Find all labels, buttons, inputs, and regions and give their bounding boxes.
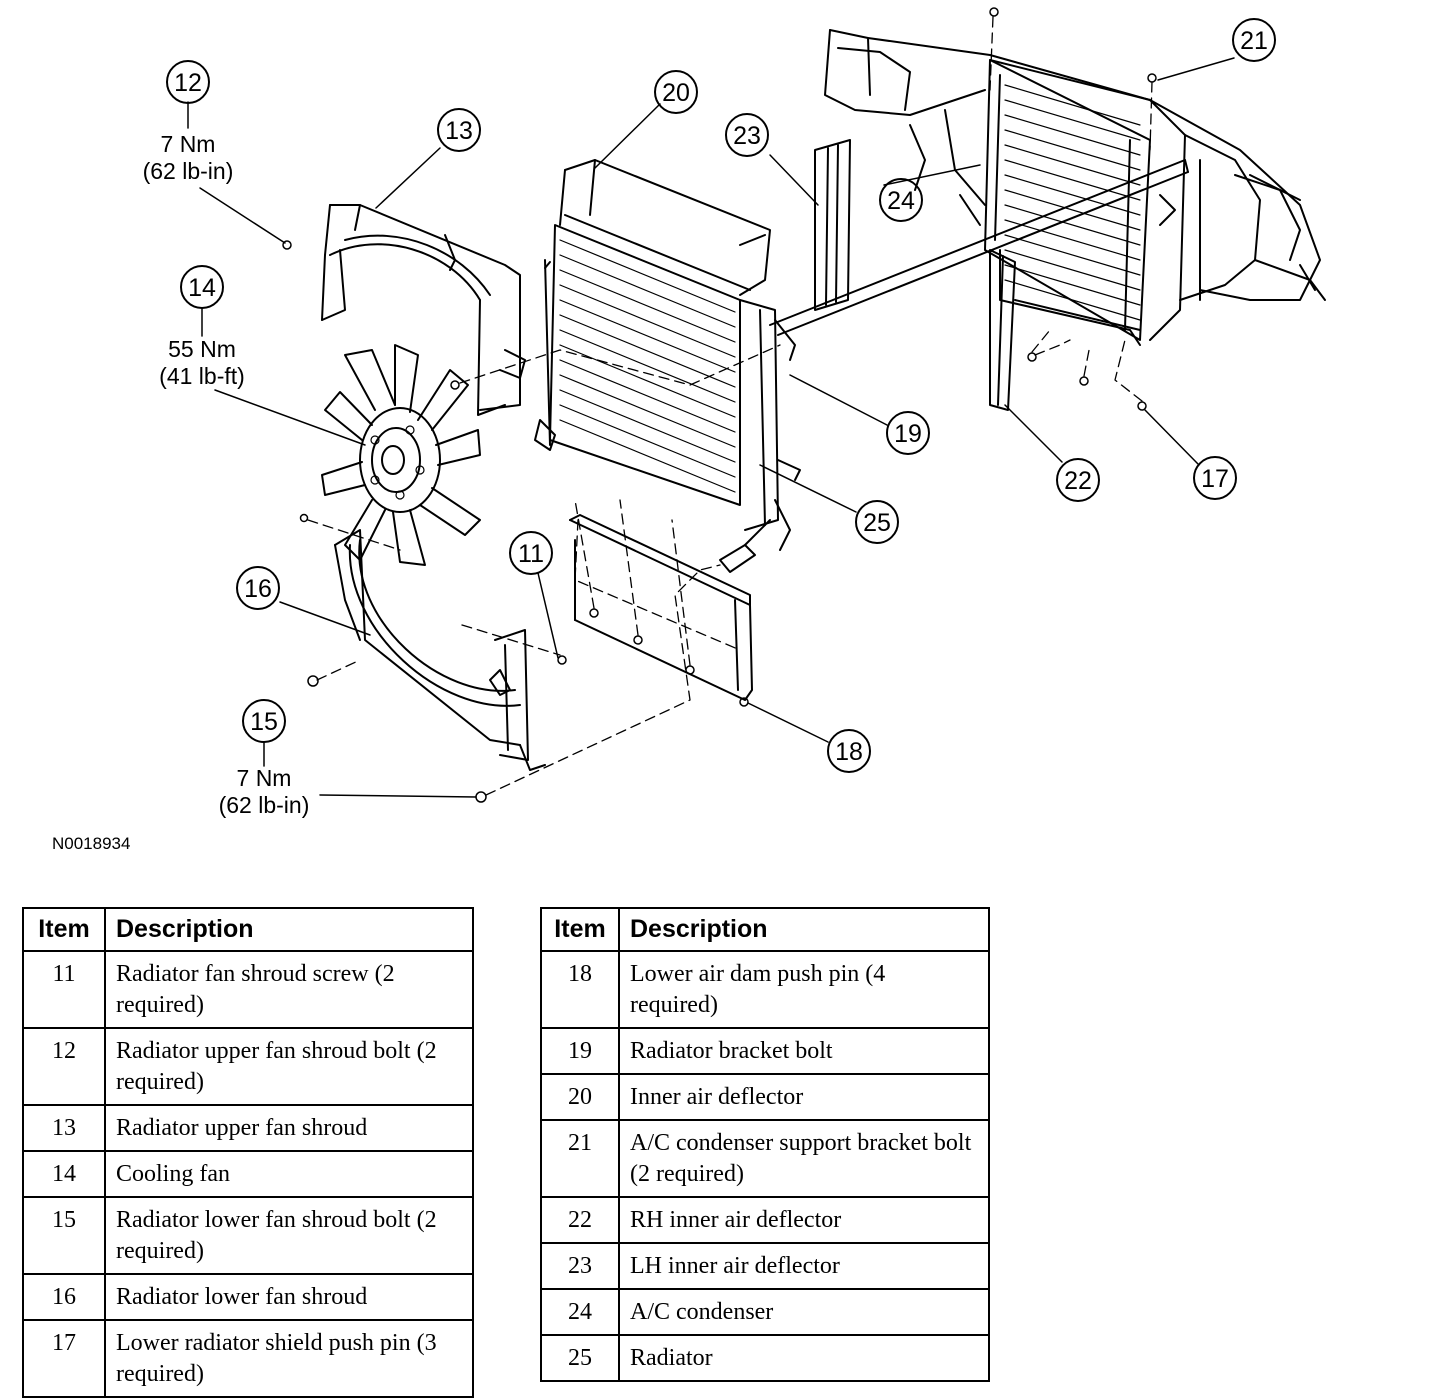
item-column-header: Item xyxy=(22,907,106,952)
radiator-lower-fan-shroud xyxy=(334,529,546,771)
item-number: 16 xyxy=(22,1273,106,1321)
item-number: 18 xyxy=(540,950,620,1029)
table-row: 15 Radiator lower fan shroud bolt (2 req… xyxy=(22,1196,474,1275)
torque-12-imperial: (62 lb-in) xyxy=(143,158,234,184)
cooling-fan xyxy=(321,344,481,566)
torque-12-metric: 7 Nm xyxy=(161,131,216,157)
leader-lines xyxy=(187,57,1235,798)
item-number: 14 xyxy=(22,1150,106,1198)
item-number: 21 xyxy=(540,1119,620,1198)
callout-14: 14 xyxy=(188,274,216,302)
table-row: 12 Radiator upper fan shroud bolt (2 req… xyxy=(22,1027,474,1106)
torque-15-imperial: (62 lb-in) xyxy=(219,792,310,818)
condenser-support-bracket xyxy=(769,159,1189,336)
callout-17: 17 xyxy=(1201,465,1229,493)
item-column-header: Item xyxy=(540,907,620,952)
exploded-parts-diagram: 12 13 14 20 23 24 21 19 25 22 17 11 16 1… xyxy=(52,7,1326,853)
table-row: 25 Radiator xyxy=(540,1334,990,1382)
callout-23: 23 xyxy=(733,122,761,150)
table-header-row: Item Description xyxy=(22,907,474,952)
item-description: Cooling fan xyxy=(104,1150,474,1198)
torque-14-imperial: (41 lb-ft) xyxy=(159,363,245,389)
item-number: 15 xyxy=(22,1196,106,1275)
callout-20: 20 xyxy=(662,79,690,107)
figure-id: N0018934 xyxy=(52,834,130,853)
table-row: 18 Lower air dam push pin (4 required) xyxy=(540,950,990,1029)
radiator-core xyxy=(534,214,801,551)
item-number: 25 xyxy=(540,1334,620,1382)
table-row: 22 RH inner air deflector xyxy=(540,1196,990,1244)
front-support-condenser xyxy=(824,29,1326,346)
description-column-header: Description xyxy=(618,907,990,952)
item-description: Lower radiator shield push pin (3 requir… xyxy=(104,1319,474,1398)
inner-air-deflector xyxy=(559,159,771,296)
item-number: 19 xyxy=(540,1027,620,1075)
item-description: RH inner air deflector xyxy=(618,1196,990,1244)
table-row: 14 Cooling fan xyxy=(22,1150,474,1198)
table-row: 13 Radiator upper fan shroud xyxy=(22,1104,474,1152)
item-number: 23 xyxy=(540,1242,620,1290)
table-row: 17 Lower radiator shield push pin (3 req… xyxy=(22,1319,474,1398)
item-number: 20 xyxy=(540,1073,620,1121)
item-description: Radiator bracket bolt xyxy=(618,1027,990,1075)
item-description: A/C condenser xyxy=(618,1288,990,1336)
item-description: Radiator lower fan shroud bolt (2 requir… xyxy=(104,1196,474,1275)
item-description: Radiator upper fan shroud bolt (2 requir… xyxy=(104,1027,474,1106)
description-column-header: Description xyxy=(104,907,474,952)
torque-14-metric: 55 Nm xyxy=(168,336,236,362)
item-description: LH inner air deflector xyxy=(618,1242,990,1290)
callout-21: 21 xyxy=(1240,27,1268,55)
lh-inner-air-deflector xyxy=(814,139,851,311)
table-row: 19 Radiator bracket bolt xyxy=(540,1027,990,1075)
fasteners xyxy=(282,7,1157,803)
item-number: 12 xyxy=(22,1027,106,1106)
lower-air-dam xyxy=(569,514,753,701)
parts-table-left: Item Description 11 Radiator fan shroud … xyxy=(22,907,474,1398)
item-description: Inner air deflector xyxy=(618,1073,990,1121)
callout-circles xyxy=(166,18,1276,773)
callout-22: 22 xyxy=(1064,467,1092,495)
item-number: 22 xyxy=(540,1196,620,1244)
item-description: Radiator lower fan shroud xyxy=(104,1273,474,1321)
table-header-row: Item Description xyxy=(540,907,990,952)
table-row: 24 A/C condenser xyxy=(540,1288,990,1336)
item-description: Radiator upper fan shroud xyxy=(104,1104,474,1152)
assembly-lines xyxy=(307,16,1153,796)
callout-13: 13 xyxy=(445,117,473,145)
callout-19: 19 xyxy=(894,420,922,448)
item-number: 24 xyxy=(540,1288,620,1336)
callout-16: 16 xyxy=(244,575,272,603)
item-description: Radiator fan shroud screw (2 required) xyxy=(104,950,474,1029)
item-number: 11 xyxy=(22,950,106,1029)
callout-12: 12 xyxy=(174,69,202,97)
parts-table-right: Item Description 18 Lower air dam push p… xyxy=(540,907,990,1382)
torque-15-metric: 7 Nm xyxy=(237,765,292,791)
table-row: 20 Inner air deflector xyxy=(540,1073,990,1121)
table-row: 11 Radiator fan shroud screw (2 required… xyxy=(22,950,474,1029)
item-description: A/C condenser support bracket bolt (2 re… xyxy=(618,1119,990,1198)
table-row: 16 Radiator lower fan shroud xyxy=(22,1273,474,1321)
callout-18: 18 xyxy=(835,738,863,766)
table-row: 21 A/C condenser support bracket bolt (2… xyxy=(540,1119,990,1198)
callout-11: 11 xyxy=(518,540,544,568)
table-row: 23 LH inner air deflector xyxy=(540,1242,990,1290)
item-description: Radiator xyxy=(618,1334,990,1382)
rh-inner-air-deflector xyxy=(989,249,1141,411)
callout-25: 25 xyxy=(863,509,891,537)
item-number: 17 xyxy=(22,1319,106,1398)
item-description: Lower air dam push pin (4 required) xyxy=(618,950,990,1029)
radiator-upper-fan-shroud xyxy=(321,204,526,416)
callout-15: 15 xyxy=(250,708,278,736)
item-number: 13 xyxy=(22,1104,106,1152)
callout-24: 24 xyxy=(887,187,915,215)
